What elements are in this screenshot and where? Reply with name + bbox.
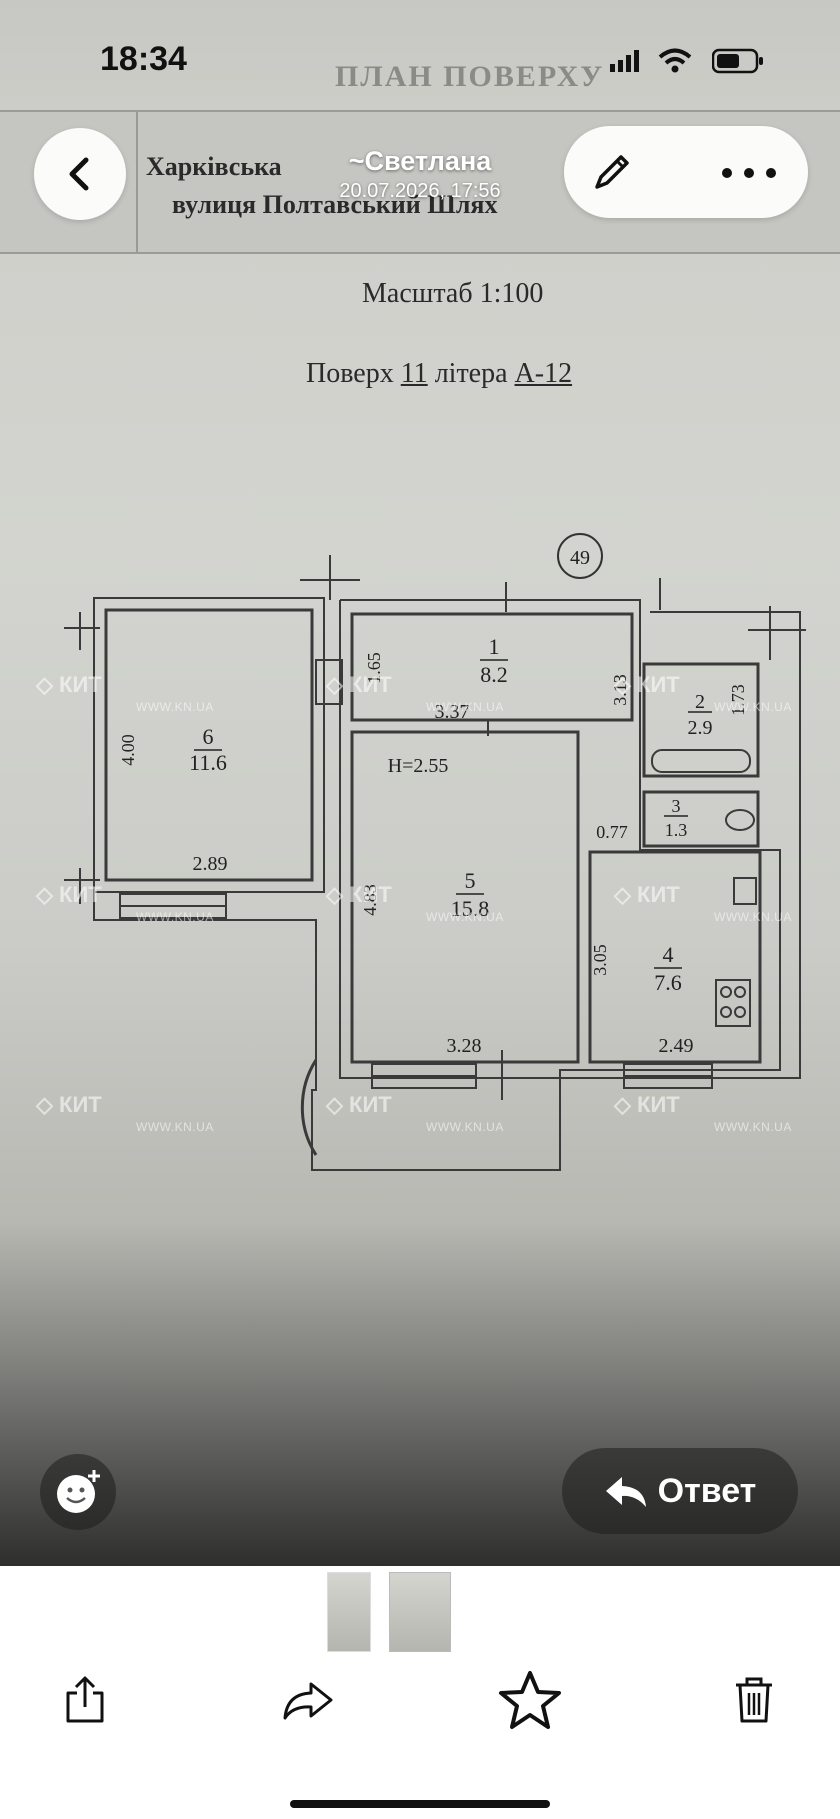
sent-timestamp: 20.07.2026, 17:56 (339, 180, 501, 202)
reply-label: Ответ (657, 1471, 757, 1510)
chevron-left-icon (69, 157, 89, 191)
floor-plan-drawing: 49 6 11.6 4.00 2.89 1 8.2 1.65 3.37 2 2.… (64, 533, 806, 1171)
room-1-number: 1 (489, 634, 500, 659)
status-time: 18:34 (100, 40, 187, 78)
thumbnail-item-selected[interactable] (389, 1572, 451, 1652)
room-1-height: 1.65 (364, 652, 384, 684)
room-4-outline (588, 850, 762, 1064)
room-5-outline (350, 730, 580, 1064)
home-indicator (290, 1800, 550, 1808)
building-mark: 49 (570, 547, 590, 569)
room-2-outline (642, 662, 760, 778)
building-mark-circle (557, 533, 603, 579)
thumbnail-item[interactable] (327, 1572, 371, 1652)
room-6-outline (104, 608, 314, 882)
room-4-width: 2.49 (659, 1035, 694, 1057)
edit-button[interactable] (586, 148, 636, 198)
status-bar: 18:34 (0, 0, 840, 120)
room-3-number: 3 (672, 796, 681, 816)
room-1-outline (350, 612, 634, 722)
share-icon (66, 1676, 104, 1723)
room-5-area: 15.8 (451, 896, 490, 921)
star-icon (499, 1671, 561, 1729)
address-line-1: Харківська (146, 152, 282, 181)
room-5-number: 5 (465, 868, 476, 893)
room-5-width: 3.28 (447, 1035, 482, 1057)
document-title: ПЛАН ПОВЕРХУ (335, 60, 605, 93)
room-2-height-b: 1.73 (728, 684, 748, 716)
more-dots-icon (722, 168, 776, 178)
delete-button[interactable] (714, 1660, 794, 1740)
back-button[interactable] (34, 128, 126, 220)
room-6-height: 4.00 (118, 734, 138, 766)
room-1-area: 8.2 (480, 662, 508, 687)
room-2-area: 2.9 (688, 717, 713, 739)
sender-name: ~Светлана (348, 146, 492, 176)
battery-icon (712, 48, 763, 74)
pencil-icon (595, 155, 629, 189)
room-2-height-a: 3.13 (610, 674, 630, 706)
photo-viewer[interactable]: ПЛАН ПОВЕРХУ Харківська вулиця Полтавськ… (0, 0, 840, 1566)
add-reaction-button[interactable] (40, 1454, 116, 1530)
room-6-area: 11.6 (189, 750, 227, 775)
room-4-number: 4 (663, 942, 674, 967)
trash-icon (736, 1677, 772, 1723)
ceiling-height: Н=2.55 (388, 755, 449, 777)
room-6-width: 2.89 (193, 853, 228, 875)
reply-arrow-icon (605, 1477, 646, 1507)
room-5-height: 4.83 (360, 884, 380, 916)
add-reaction-icon (57, 1470, 100, 1513)
address-line-2: вулиця Полтавський Шлях (172, 190, 498, 219)
share-button[interactable] (45, 1660, 125, 1740)
room-3-outline (642, 790, 760, 848)
wifi-icon (658, 48, 692, 73)
room-3-area: 1.3 (665, 820, 688, 840)
room-3-width: 0.77 (596, 822, 628, 842)
room-6-number: 6 (203, 724, 214, 749)
room-1-width: 3.37 (435, 701, 470, 723)
more-button[interactable] (714, 148, 784, 198)
forward-icon (283, 1682, 333, 1720)
header-actions (564, 126, 808, 218)
cellular-signal-icon (610, 50, 639, 72)
floor-label: Поверх 11 літера А-12 (306, 358, 573, 389)
room-4-area: 7.6 (654, 970, 682, 995)
reply-button[interactable]: Ответ (562, 1448, 798, 1534)
star-button[interactable] (490, 1660, 570, 1740)
room-2-number: 2 (695, 691, 705, 713)
room-4-height: 3.05 (590, 944, 610, 976)
forward-button[interactable] (268, 1660, 348, 1740)
scale-label: Масштаб 1:100 (362, 278, 544, 309)
